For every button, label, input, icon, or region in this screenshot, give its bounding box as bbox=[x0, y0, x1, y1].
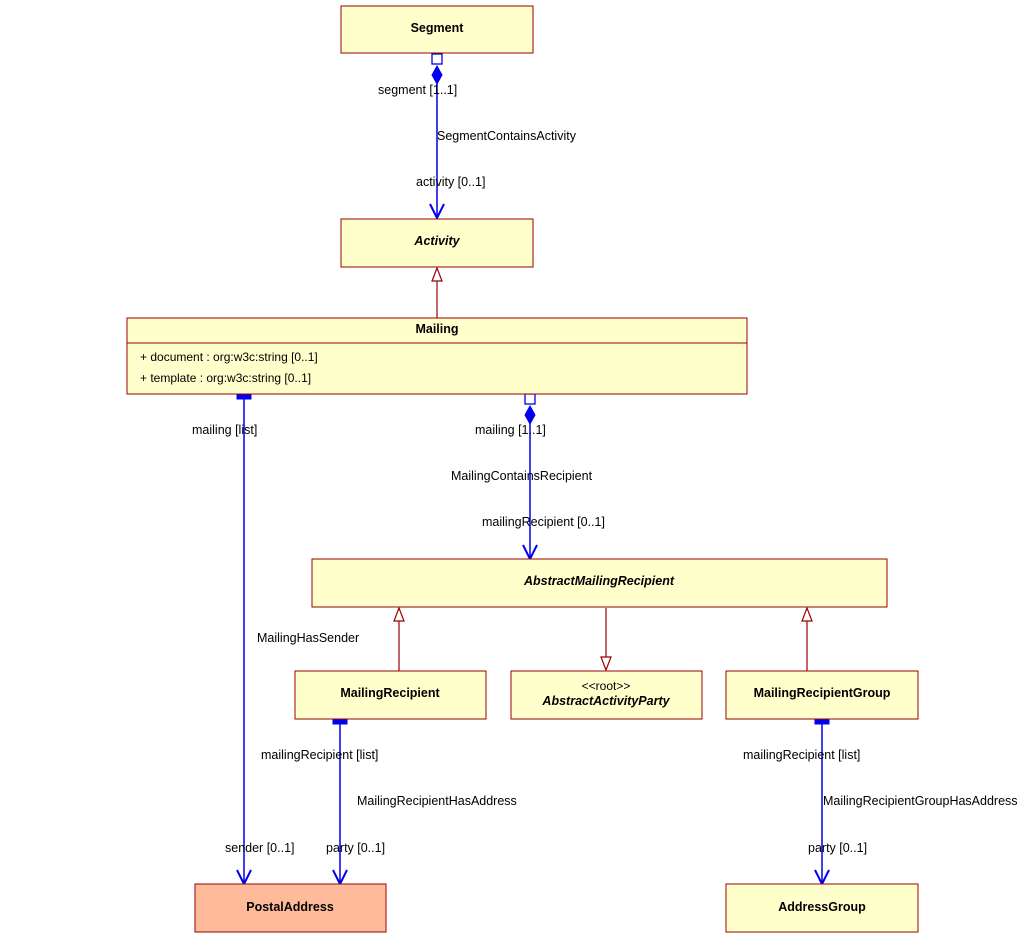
class-name: AbstractMailingRecipient bbox=[523, 574, 675, 588]
class-abstract-activity-party[interactable]: <<root>> AbstractActivityParty bbox=[510, 670, 703, 720]
composition-diamond-icon bbox=[431, 64, 443, 86]
class-name: MailingRecipientGroup bbox=[754, 686, 891, 700]
role-label: mailingRecipient [0..1] bbox=[482, 515, 605, 529]
role-label: mailing [list] bbox=[192, 423, 257, 437]
association-end-icon bbox=[814, 718, 830, 725]
class-segment[interactable]: Segment bbox=[340, 5, 534, 54]
association-name: MailingContainsRecipient bbox=[451, 469, 593, 483]
role-label: mailingRecipient [list] bbox=[261, 748, 378, 762]
class-address-group[interactable]: AddressGroup bbox=[725, 883, 919, 933]
association-name: MailingHasSender bbox=[257, 631, 359, 645]
role-label: sender [0..1] bbox=[225, 841, 295, 855]
gen-mailing-activity[interactable] bbox=[431, 266, 443, 318]
class-mailing-recipient-group[interactable]: MailingRecipientGroup bbox=[725, 670, 919, 720]
class-postal-address[interactable]: PostalAddress bbox=[194, 883, 387, 933]
association-name: MailingRecipientGroupHasAddress bbox=[823, 794, 1018, 808]
generalization-triangle-icon bbox=[801, 606, 813, 622]
aggregation-square-icon bbox=[524, 393, 536, 405]
class-name: Mailing bbox=[415, 322, 458, 336]
class-name: Segment bbox=[411, 21, 465, 35]
association-name: MailingRecipientHasAddress bbox=[357, 794, 517, 808]
class-name: PostalAddress bbox=[246, 900, 334, 914]
generalization-triangle-icon bbox=[431, 266, 443, 282]
role-label: segment [1..1] bbox=[378, 83, 457, 97]
role-label: mailing [1..1] bbox=[475, 423, 546, 437]
association-name: SegmentContainsActivity bbox=[437, 129, 577, 143]
attribute-document: + document : org:w3c:string [0..1] bbox=[140, 350, 318, 364]
assoc-mailing-recipient-has-address[interactable] bbox=[332, 718, 348, 887]
class-activity[interactable]: Activity bbox=[340, 218, 534, 268]
class-mailing[interactable]: Mailing + document : org:w3c:string [0..… bbox=[126, 317, 748, 395]
navigable-arrow-icon bbox=[429, 203, 445, 221]
role-label: party [0..1] bbox=[808, 841, 867, 855]
class-abstract-mailing-recipient[interactable]: AbstractMailingRecipient bbox=[311, 558, 888, 608]
attribute-template: + template : org:w3c:string [0..1] bbox=[140, 371, 311, 385]
class-name: Activity bbox=[413, 234, 460, 248]
association-end-icon bbox=[236, 393, 252, 400]
aggregation-square-icon bbox=[431, 53, 443, 65]
gen-abstract-mailing-recipient-party[interactable] bbox=[600, 608, 612, 672]
composition-diamond-icon bbox=[524, 404, 536, 426]
association-end-icon bbox=[332, 718, 348, 725]
class-name: AbstractActivityParty bbox=[541, 694, 670, 708]
class-stereotype: <<root>> bbox=[582, 679, 631, 693]
role-label: party [0..1] bbox=[326, 841, 385, 855]
gen-mailing-recipient[interactable] bbox=[393, 606, 405, 671]
role-label: activity [0..1] bbox=[416, 175, 485, 189]
assoc-mailing-has-sender[interactable] bbox=[236, 393, 252, 887]
class-name: AddressGroup bbox=[778, 900, 866, 914]
generalization-triangle-icon bbox=[600, 656, 612, 672]
class-name: MailingRecipient bbox=[340, 686, 440, 700]
class-mailing-recipient[interactable]: MailingRecipient bbox=[294, 670, 487, 720]
generalization-triangle-icon bbox=[393, 606, 405, 622]
gen-mailing-recipient-group[interactable] bbox=[801, 606, 813, 671]
role-label: mailingRecipient [list] bbox=[743, 748, 860, 762]
assoc-segment-contains-activity[interactable] bbox=[429, 53, 445, 221]
